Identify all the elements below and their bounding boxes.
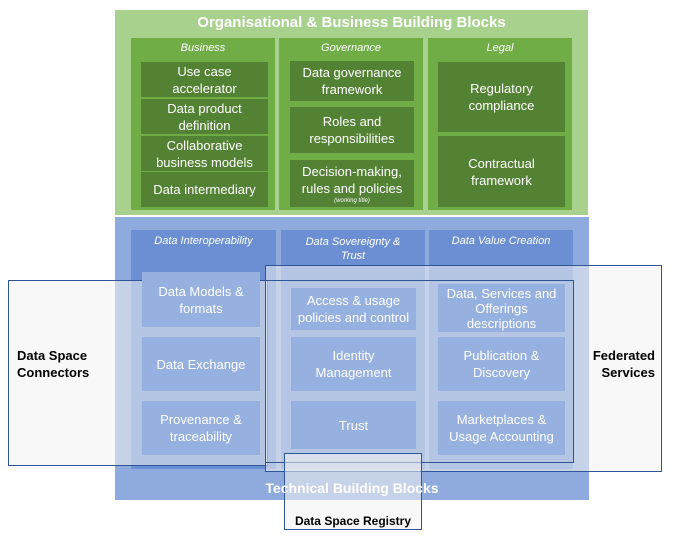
governance-item-label: Decision-making, rules and policies [301,163,403,196]
sovereignty-item: Access & usage policies and control [291,288,416,330]
sovereignty-item: Trust [291,401,416,449]
interoperability-item: Data Exchange [142,337,260,391]
business-item: Data intermediary [141,172,268,207]
data-space-connectors-label: Data Space Connectors [17,348,90,380]
interoperability-item: Provenance & traceability [142,401,260,455]
business-item: Data product definition [141,99,268,134]
interoperability-item: Data Models & formats [142,272,260,327]
governance-item: Roles and responsibilities [290,107,414,153]
business-item: Collaborative business models [141,136,268,171]
organisational-title: Organisational & Business Building Block… [197,14,506,31]
value-creation-item: Data, Services and Offerings description… [438,284,565,332]
business-header: Business [180,42,226,54]
working-title-note: (working title) [334,197,370,204]
legal-header: Legal [486,42,514,54]
governance-item: Decision-making, rules and policies (wor… [290,160,414,207]
sovereignty-item: Identity Management [291,337,416,391]
governance-item: Data governance framework [290,61,414,101]
data-space-registry-overlay [284,453,422,530]
value-creation-item: Marketplaces & Usage Accounting [438,401,565,455]
value-creation-header: Data Value Creation [451,235,551,247]
value-creation-item: Publication & Discovery [438,337,565,391]
federated-services-label: Federated Services [592,348,655,380]
technical-title: Technical Building Blocks [265,480,439,496]
legal-item: Contractual framework [438,136,565,207]
sovereignty-header: Data Sovereignty & Trust [305,236,401,262]
business-item: Use case accelerator [141,62,268,97]
interoperability-header: Data Interoperability [154,235,253,247]
legal-item: Regulatory compliance [438,62,565,132]
governance-header: Governance [321,42,381,54]
data-space-registry-label: Data Space Registry [294,514,412,528]
